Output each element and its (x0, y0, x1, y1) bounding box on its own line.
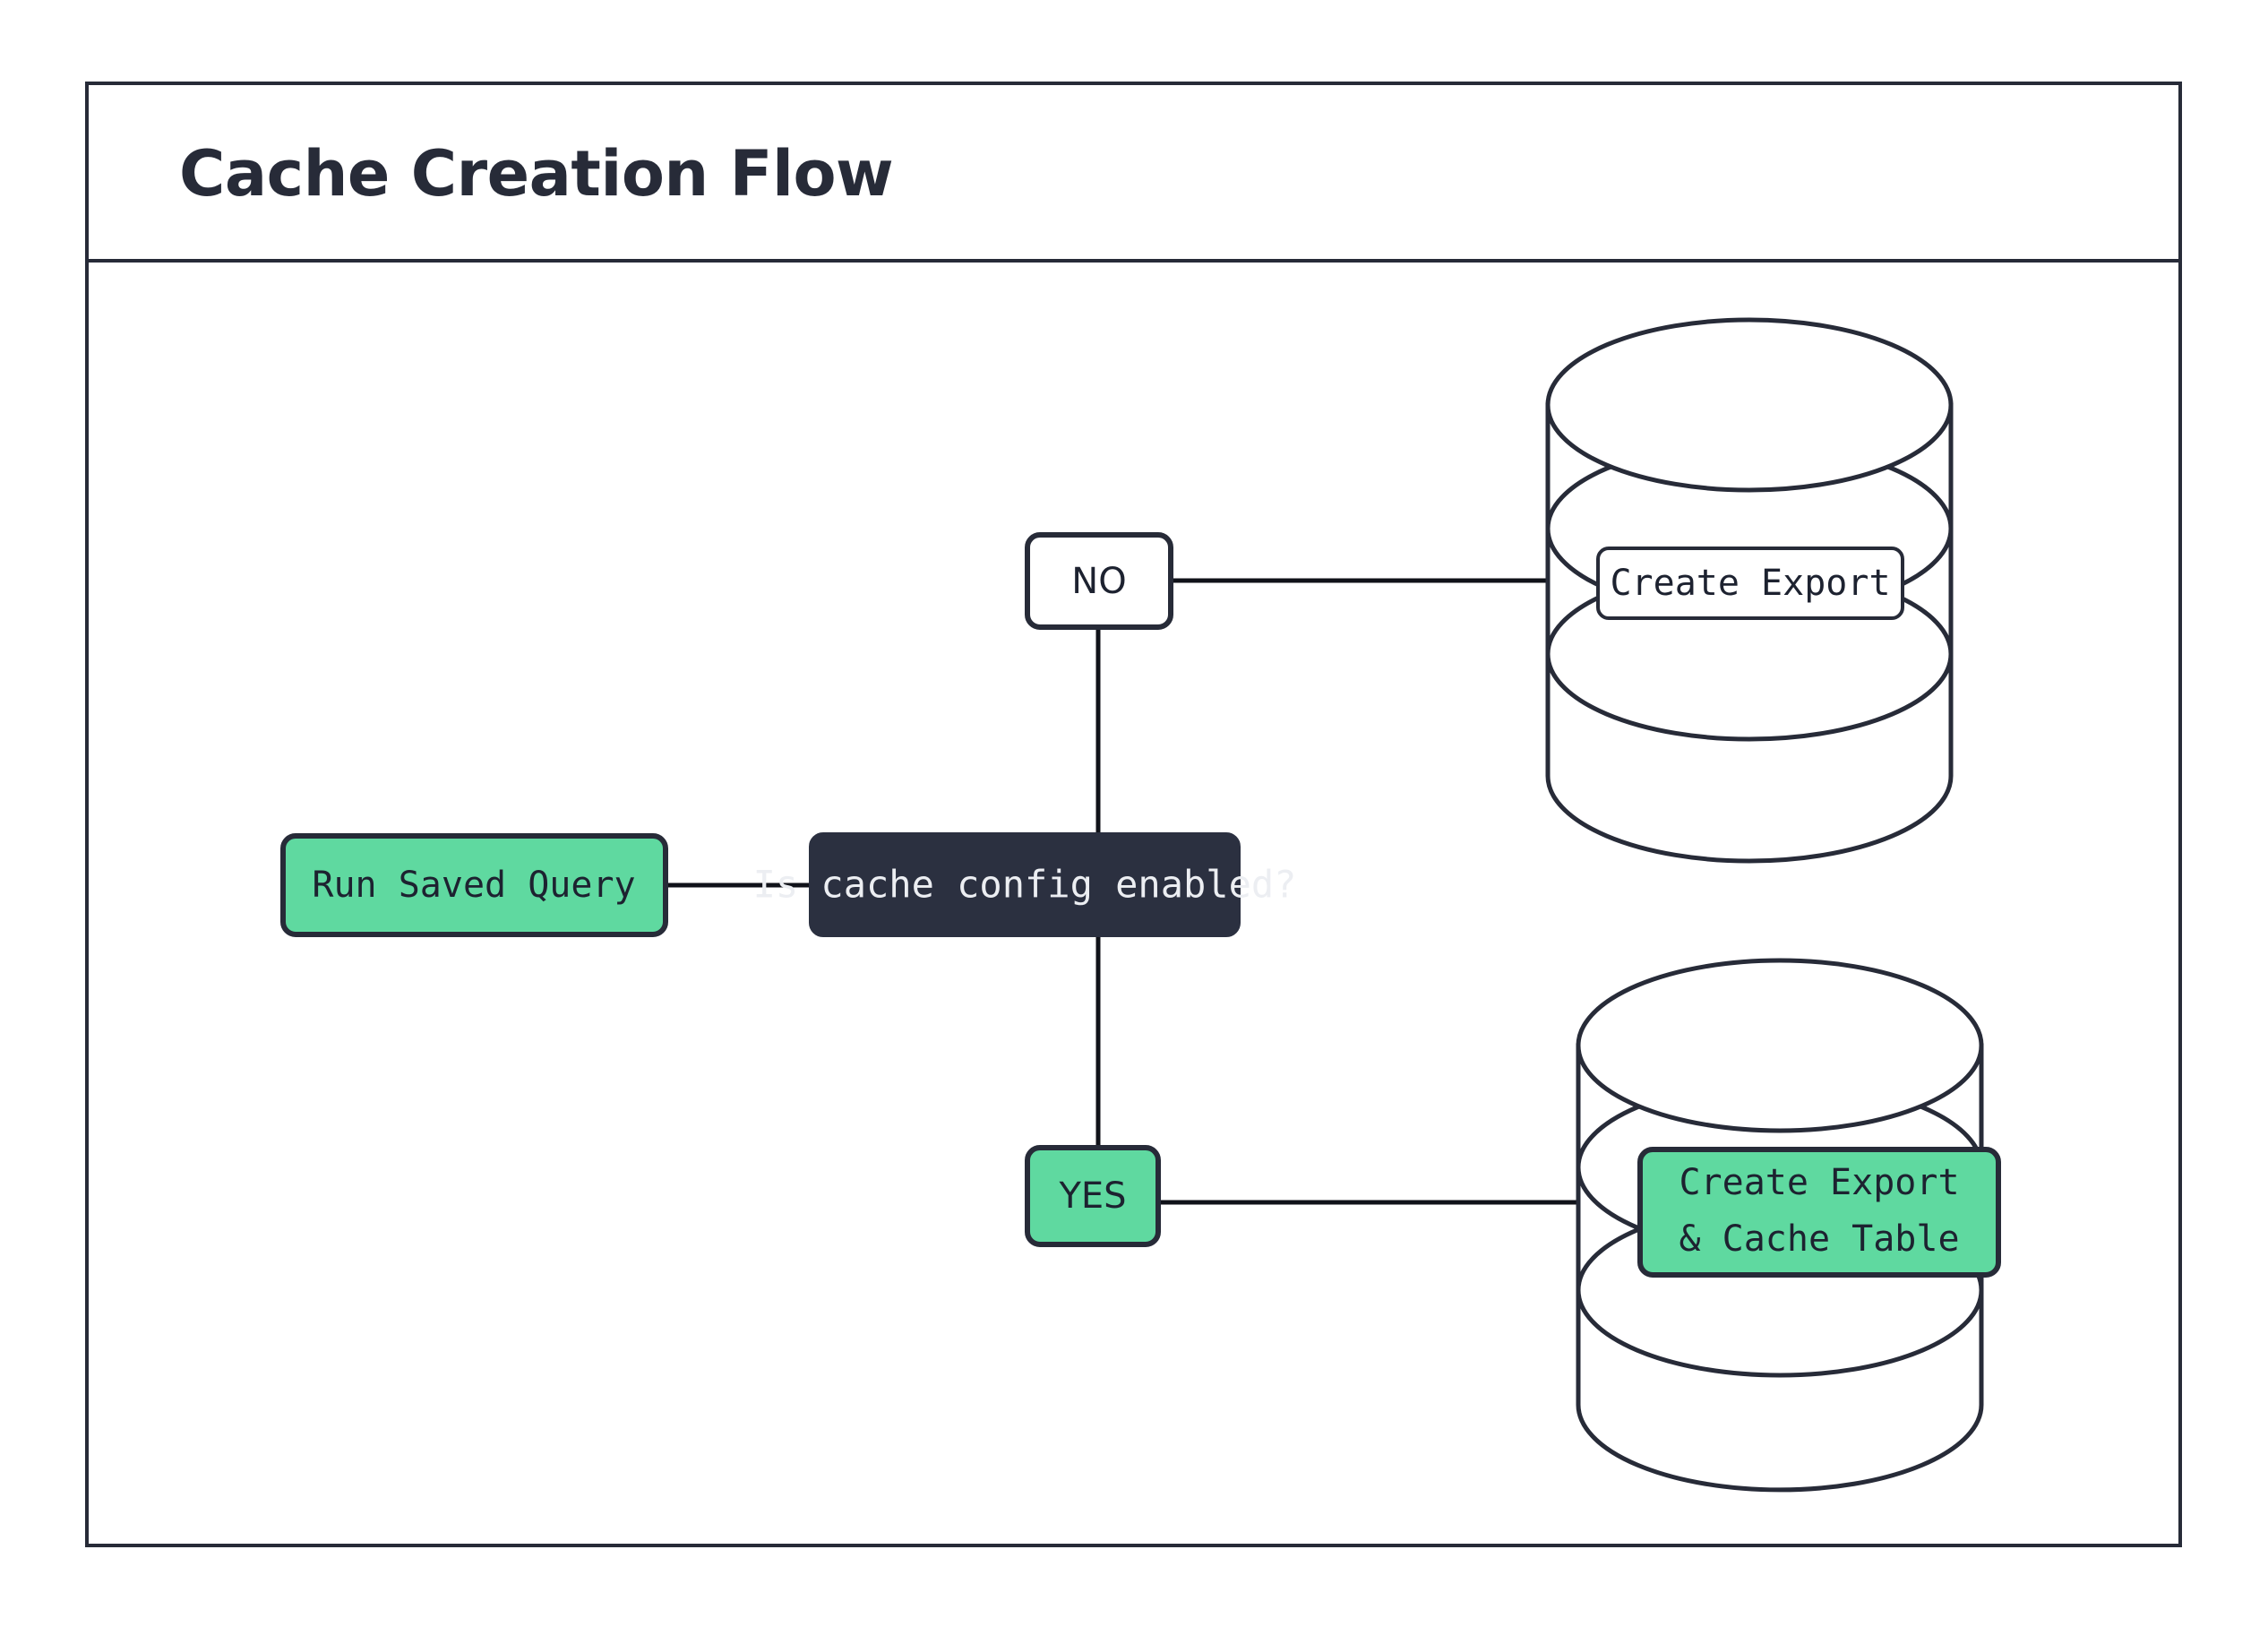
db-top-band-1 (1545, 317, 1954, 493)
node-decision-label: Is cache config enabled? (753, 863, 1297, 907)
node-branch-yes-box (1025, 1145, 1161, 1247)
node-decision-cache-config[interactable]: Is cache config enabled? (753, 832, 1297, 937)
node-decision-box (809, 832, 1241, 937)
node-branch-yes-label: YES (1058, 1175, 1126, 1217)
node-run-saved-query[interactable]: Run Saved Query (280, 833, 668, 937)
node-run-saved-query-box (280, 833, 668, 937)
node-branch-no-label: NO (1071, 561, 1126, 602)
db-bottom-cylinder[interactable]: Create Export & Cache Table (1576, 958, 2001, 1493)
diagram-frame (85, 82, 2182, 1547)
node-branch-no-box (1025, 532, 1173, 630)
db-top-label-box (1596, 547, 1904, 620)
node-branch-no[interactable]: NO (1025, 532, 1173, 630)
node-run-saved-query-label: Run Saved Query (312, 865, 635, 906)
node-branch-yes[interactable]: YES (1025, 1145, 1161, 1247)
db-bottom-label-box (1637, 1147, 2001, 1278)
db-bottom-band-1 (1576, 958, 1984, 1133)
page-title: Cache Creation Flow (179, 137, 893, 211)
db-bottom-label-line2: & Cache Table (1679, 1218, 1959, 1260)
db-top-cylinder[interactable]: Create Export (1545, 317, 1954, 864)
db-bottom-label-line1: Create Export (1679, 1162, 1959, 1203)
db-top-label: Create Export (1610, 563, 1890, 604)
db-top-body (1545, 402, 1954, 864)
